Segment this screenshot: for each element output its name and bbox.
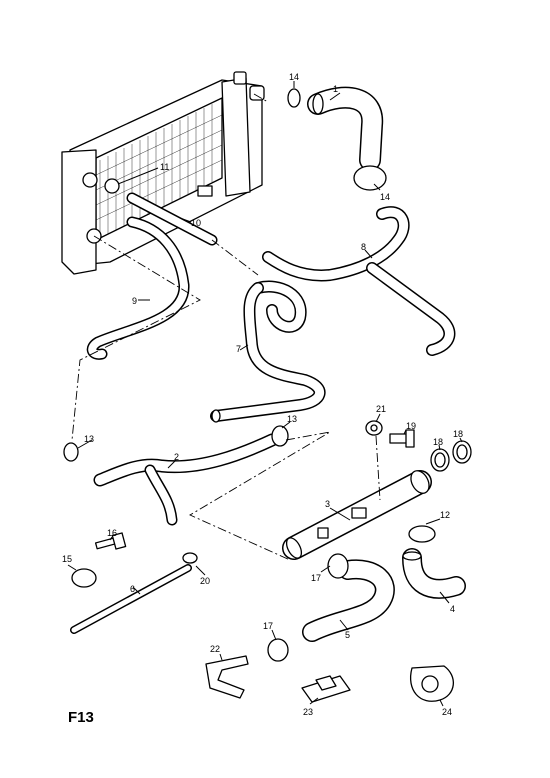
callout-16: 16 xyxy=(107,528,117,538)
lower-hose-part-9 xyxy=(86,216,190,360)
pipe-part-10 xyxy=(126,192,218,246)
bypass-hose-part-8 xyxy=(262,206,456,356)
callout-8: 8 xyxy=(361,242,366,252)
callout-22: 22 xyxy=(210,644,220,654)
callout-21: 21 xyxy=(376,404,386,414)
assembly-lines xyxy=(71,93,381,561)
callout-18-left: 18 xyxy=(433,437,443,447)
callout-17-lower: 17 xyxy=(263,621,273,631)
bracket-part-23 xyxy=(301,675,351,703)
callout-3: 3 xyxy=(325,499,330,509)
leader-lines xyxy=(67,81,463,707)
clamp-part-24 xyxy=(410,665,454,702)
callout-17-upper: 17 xyxy=(311,573,321,583)
callout-20: 20 xyxy=(200,576,210,586)
upper-elbow-hose-part-1 xyxy=(307,86,384,171)
callout-11: 11 xyxy=(160,162,169,172)
callout-12: 12 xyxy=(440,510,450,520)
callout-15: 15 xyxy=(62,554,72,564)
screw-part-16 xyxy=(94,532,127,550)
callout-10: 10 xyxy=(191,218,201,228)
callout-19: 19 xyxy=(406,421,416,431)
callout-7: 7 xyxy=(236,344,241,354)
callout-14-top: 14 xyxy=(289,72,299,82)
radiator xyxy=(61,71,265,275)
callout-23: 23 xyxy=(303,707,313,717)
callout-14-bottom: 14 xyxy=(380,192,390,202)
callout-13-left: 13 xyxy=(84,434,94,444)
callout-5: 5 xyxy=(345,630,350,640)
coolant-pipe-part-3 xyxy=(282,470,432,560)
formed-pipe-part-7 xyxy=(210,280,326,423)
bracket-part-22 xyxy=(205,655,249,699)
callout-18-right: 18 xyxy=(453,429,463,439)
callouts: 1 2 3 4 5 6 7 8 9 10 11 12 13 13 14 14 1… xyxy=(62,72,463,717)
heater-hose-part-2 xyxy=(93,433,279,526)
callout-1: 1 xyxy=(333,84,338,94)
figure-reference: F13 xyxy=(68,709,94,726)
callout-24: 24 xyxy=(442,707,452,717)
callout-4: 4 xyxy=(450,604,455,614)
elbow-hose-part-4 xyxy=(402,548,466,599)
callout-2: 2 xyxy=(174,452,179,462)
callout-9: 9 xyxy=(132,296,137,306)
callout-13-right: 13 xyxy=(287,414,297,424)
outlet-hose-part-5 xyxy=(302,559,395,642)
hose-clips xyxy=(63,88,436,662)
pipe-part-6 xyxy=(70,564,192,634)
washers-and-bolt xyxy=(365,420,472,472)
callout-6: 6 xyxy=(130,584,135,594)
